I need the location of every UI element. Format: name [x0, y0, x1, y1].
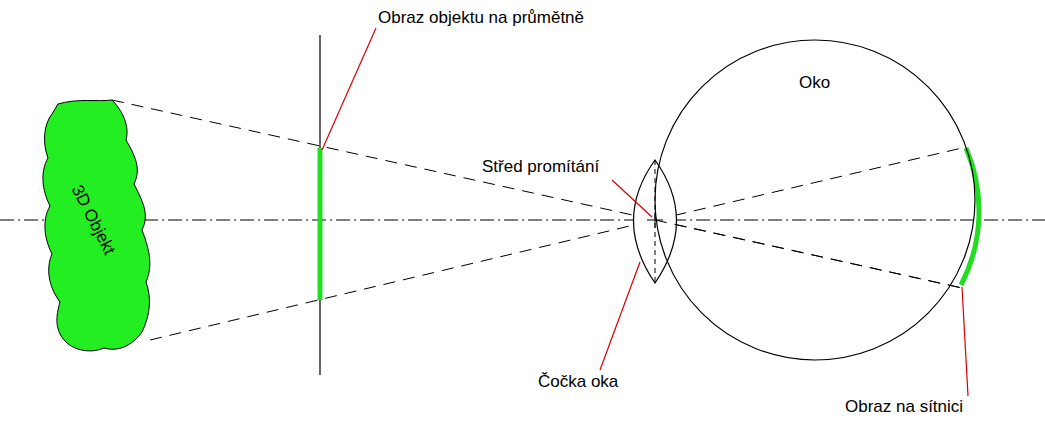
leader-line [322, 28, 376, 150]
callout-label: Obraz objektu na průmětně [378, 8, 584, 28]
outline [43, 100, 150, 351]
leader-line [612, 180, 652, 217]
projection-ray [112, 100, 655, 220]
optical-axis [0, 220, 1045, 221]
projection-ray [150, 220, 655, 340]
projection-plane [319, 35, 320, 375]
retina-image [961, 148, 979, 285]
projection-ray [655, 148, 962, 220]
object-shape: 3D Objekt [38, 96, 156, 356]
callout-label: Čočka oka [538, 372, 618, 392]
callout-label: Střed promítání [482, 157, 599, 177]
leader-line [600, 262, 640, 370]
outline [655, 40, 975, 360]
plane-image [318, 148, 323, 300]
projection-ray [655, 220, 962, 288]
leader-line [962, 287, 968, 396]
projection-ray [655, 220, 962, 288]
eye-shape: Oko [655, 40, 975, 360]
node-text: Oko [799, 73, 830, 93]
lens-axis [655, 160, 656, 283]
eye-lens [634, 160, 677, 283]
callout-label: Obraz na sítnici [845, 397, 963, 417]
